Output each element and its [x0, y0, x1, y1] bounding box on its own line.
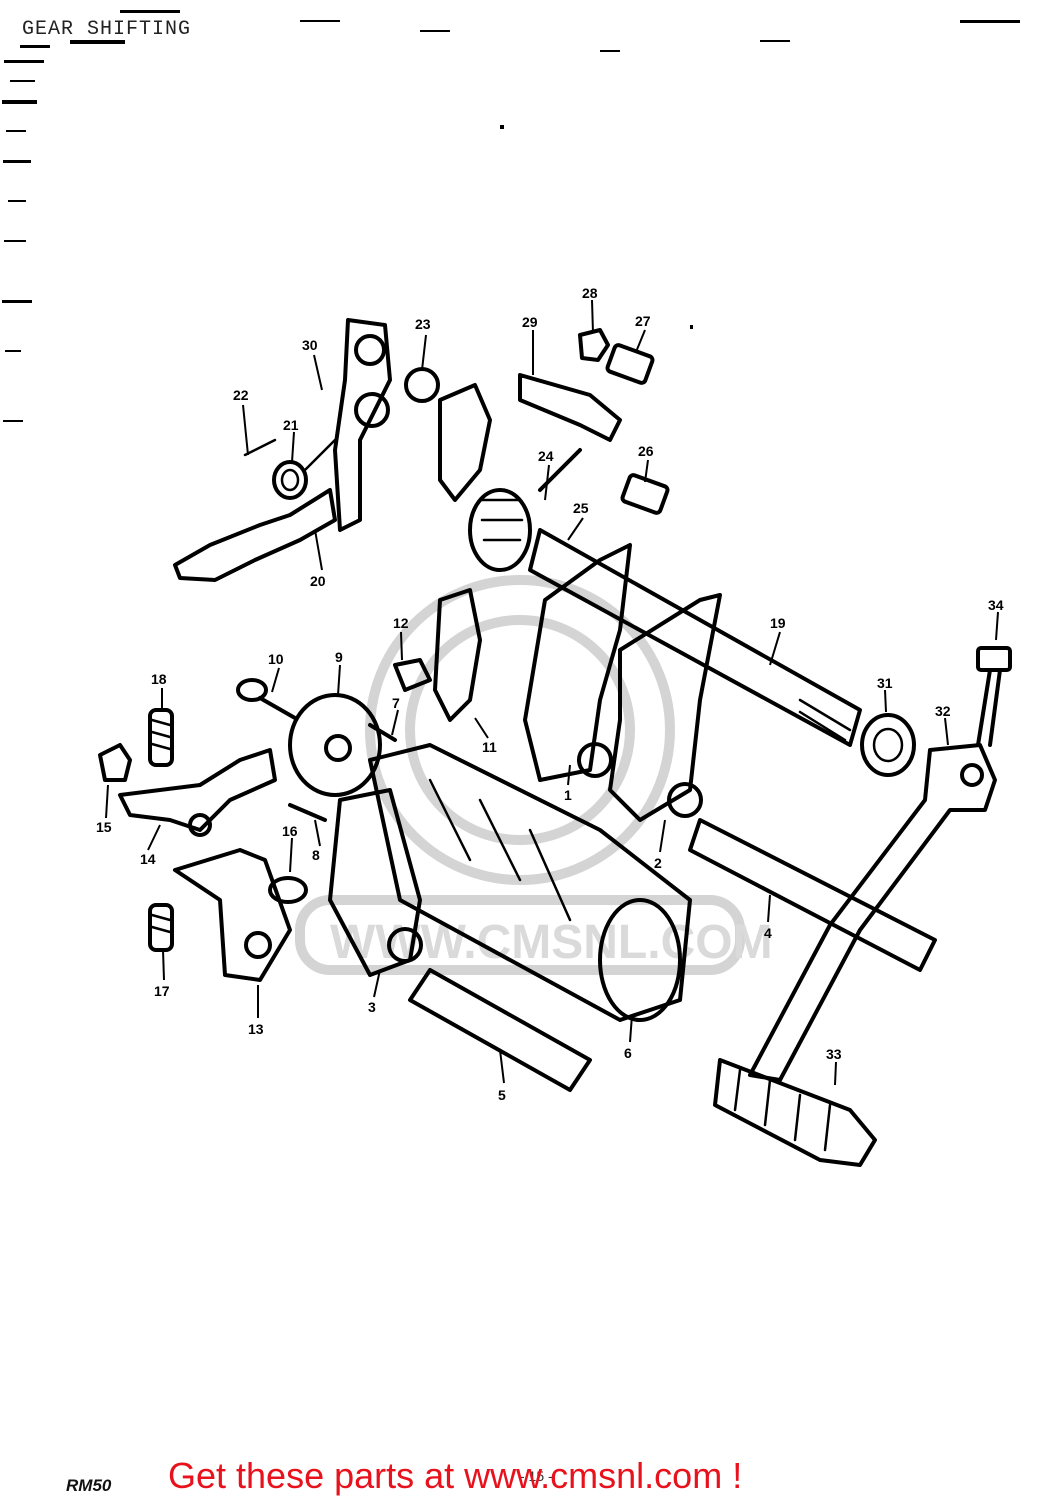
callout-5: 5	[498, 1087, 506, 1103]
callout-1: 1	[564, 787, 572, 803]
screw-12	[393, 658, 432, 692]
pawl-lifter-14	[118, 748, 277, 837]
callout-18: 18	[151, 671, 167, 687]
promo-link[interactable]: Get these parts at www.cmsnl.com !	[168, 1455, 743, 1496]
callout-9: 9	[335, 649, 343, 665]
stopper-arm-13	[173, 848, 292, 982]
spring-21	[243, 438, 337, 500]
page-number: - 15 -	[520, 1468, 553, 1484]
callout-12: 12	[393, 615, 409, 631]
washer-23	[404, 367, 440, 403]
diagram-title: GEAR SHIFTING	[22, 18, 192, 41]
bolt-26	[620, 473, 670, 515]
plate-11	[433, 588, 482, 722]
shaft-29	[518, 373, 622, 442]
callout-26: 26	[638, 443, 654, 459]
callout-27: 27	[635, 313, 651, 329]
bolt-15	[98, 743, 132, 782]
callout-30: 30	[302, 337, 318, 353]
cam-driven-gear-9	[288, 693, 382, 797]
shift-forks-1-2	[523, 543, 722, 822]
callout-25: 25	[573, 500, 589, 516]
callout-11: 11	[482, 739, 497, 755]
nut-28	[578, 328, 610, 362]
callout-24: 24	[538, 448, 554, 464]
callout-labels: 30 23 22 21 20 29 28 27 24 25 26 19 31 3…	[96, 285, 1004, 1103]
shift-lever-assembly-20	[173, 318, 392, 582]
shaft-4	[688, 818, 937, 972]
callout-19: 19	[770, 615, 786, 631]
callout-20: 20	[310, 573, 326, 589]
callout-34: 34	[988, 597, 1004, 613]
cam-guide-3	[328, 788, 423, 977]
callout-23: 23	[415, 316, 431, 332]
bolt-27	[605, 343, 655, 385]
callout-21: 21	[283, 417, 299, 433]
washer-16	[268, 876, 308, 904]
callout-32: 32	[935, 703, 951, 719]
callout-2: 2	[654, 855, 662, 871]
callout-17: 17	[154, 983, 170, 999]
callout-14: 14	[140, 851, 156, 867]
spring-17	[148, 903, 174, 952]
spring-pin-8	[288, 803, 327, 822]
spring-18	[148, 708, 174, 767]
callout-22: 22	[233, 387, 249, 403]
callout-28: 28	[582, 285, 598, 301]
callout-15: 15	[96, 819, 112, 835]
callout-3: 3	[368, 999, 376, 1015]
shaft-5	[408, 968, 592, 1092]
oil-seal-31	[860, 713, 916, 777]
leader-lines	[105, 299, 999, 1086]
scan-noise	[2, 10, 1020, 422]
bolt-34	[976, 646, 1012, 747]
callout-4: 4	[764, 925, 772, 941]
gear-shift-cam-6	[368, 743, 692, 1022]
callout-31: 31	[877, 675, 893, 691]
screw-10	[236, 678, 297, 720]
callout-33: 33	[826, 1046, 842, 1062]
callout-13: 13	[248, 1021, 264, 1037]
callout-16: 16	[282, 823, 298, 839]
gear-shift-lever-32	[748, 743, 997, 1082]
callout-10: 10	[268, 651, 284, 667]
pin-7	[368, 723, 397, 742]
watermark-text: WWW.CMSNL.COM	[330, 916, 773, 969]
shift-shaft-19	[528, 528, 862, 747]
callout-29: 29	[522, 314, 538, 330]
callout-6: 6	[624, 1045, 632, 1061]
callout-7: 7	[392, 695, 400, 711]
model-label: RM50	[66, 1476, 112, 1495]
callout-8: 8	[312, 847, 320, 863]
shift-pedal-rubber-33	[713, 1058, 877, 1167]
